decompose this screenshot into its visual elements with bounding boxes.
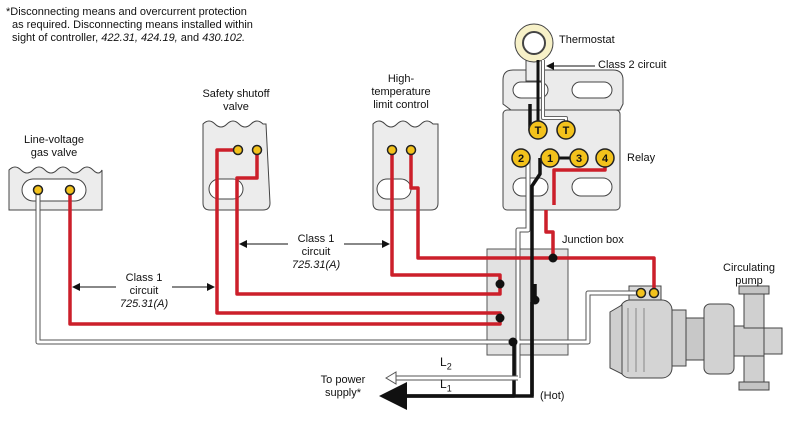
class1-left-label: Class 1 circuit 725.31(A) [104, 272, 184, 311]
note-and: and [177, 32, 203, 44]
note-last-ref: 430.102. [202, 32, 246, 44]
limit-control-label: High- temperature limit control [355, 73, 447, 112]
gas-valve-label-line2: gas valve [30, 147, 78, 159]
pump-label-line2: pump [735, 275, 763, 287]
limit-label-line2: temperature [371, 86, 431, 98]
note-line-3-prefix: sight of controller, [12, 32, 102, 44]
relay-terminal-t1: T [528, 120, 548, 140]
gas-valve-device [8, 166, 103, 211]
class1-left-line1: Class 1 [125, 272, 163, 284]
class1-right-label: Class 1 circuit 725.31(A) [276, 233, 356, 272]
gas-valve-label-line1: Line-voltage [24, 134, 84, 146]
relay-terminal-1: 1 [540, 148, 560, 168]
junction-box [486, 248, 569, 356]
class2-label: Class 2 circuit [598, 59, 667, 71]
circulating-pump-device [609, 285, 783, 391]
relay-terminal-4: 4 [595, 148, 615, 168]
class1-right-line2: circuit [301, 246, 331, 258]
pump-label: Circulating pump [714, 262, 784, 288]
relay-terminal-3: 3 [569, 148, 589, 168]
class1-right-ref: 725.31(A) [291, 259, 341, 271]
limit-label-line3: limit control [373, 99, 429, 111]
note-line-2: as required. Disconnecting means install… [12, 19, 253, 31]
svg-text:2: 2 [518, 153, 524, 165]
power-label-line1: To power [320, 374, 366, 386]
device-terminals [32, 144, 660, 299]
thermostat-device [514, 23, 554, 82]
svg-text:3: 3 [576, 153, 582, 165]
thermostat-label: Thermostat [559, 34, 615, 46]
shutoff-valve-label: Safety shutoff valve [188, 88, 284, 114]
junction-box-label: Junction box [562, 234, 624, 246]
l2-label: L2 [440, 356, 452, 373]
class1-left-line2: circuit [129, 285, 159, 297]
limit-control-device [372, 120, 439, 211]
relay-terminal-t2: T [556, 120, 576, 140]
power-label-line2: supply* [324, 387, 362, 399]
l2-subscript: 2 [446, 361, 452, 372]
svg-text:4: 4 [602, 153, 609, 165]
l2-letter: L [440, 355, 447, 369]
l1-subscript: 1 [446, 383, 452, 394]
relay-housing [502, 69, 624, 211]
class1-arrows [72, 240, 390, 291]
svg-text:T: T [563, 125, 570, 137]
relay-terminal-2: 2 [511, 148, 531, 168]
note-refs: 422.31, 424.19, [101, 32, 178, 44]
splice-dots [495, 253, 558, 347]
note-line-3: sight of controller, 422.31, 424.19, and… [6, 32, 253, 45]
class1-right-line1: Class 1 [297, 233, 335, 245]
class1-left-ref: 725.31(A) [119, 298, 169, 310]
power-supply-label: To power supply* [310, 374, 376, 400]
svg-text:T: T [535, 125, 542, 137]
l2-line [385, 371, 518, 385]
shutoff-label-line2: valve [223, 101, 249, 113]
limit-label-line1: High- [387, 73, 415, 85]
white-wires [35, 158, 641, 378]
hot-label: (Hot) [540, 390, 565, 402]
gas-valve-label: Line-voltage gas valve [12, 134, 96, 160]
pump-label-line1: Circulating [723, 262, 775, 274]
shutoff-label-line1: Safety shutoff [202, 88, 270, 100]
note-line-1: *Disconnecting means and overcurrent pro… [6, 6, 247, 18]
l1-line [379, 302, 534, 410]
disconnect-note: *Disconnecting means and overcurrent pro… [6, 6, 253, 45]
relay-label: Relay [627, 152, 656, 164]
svg-text:1: 1 [547, 153, 553, 165]
l1-label: L1 [440, 378, 452, 395]
l1-letter: L [440, 377, 447, 391]
